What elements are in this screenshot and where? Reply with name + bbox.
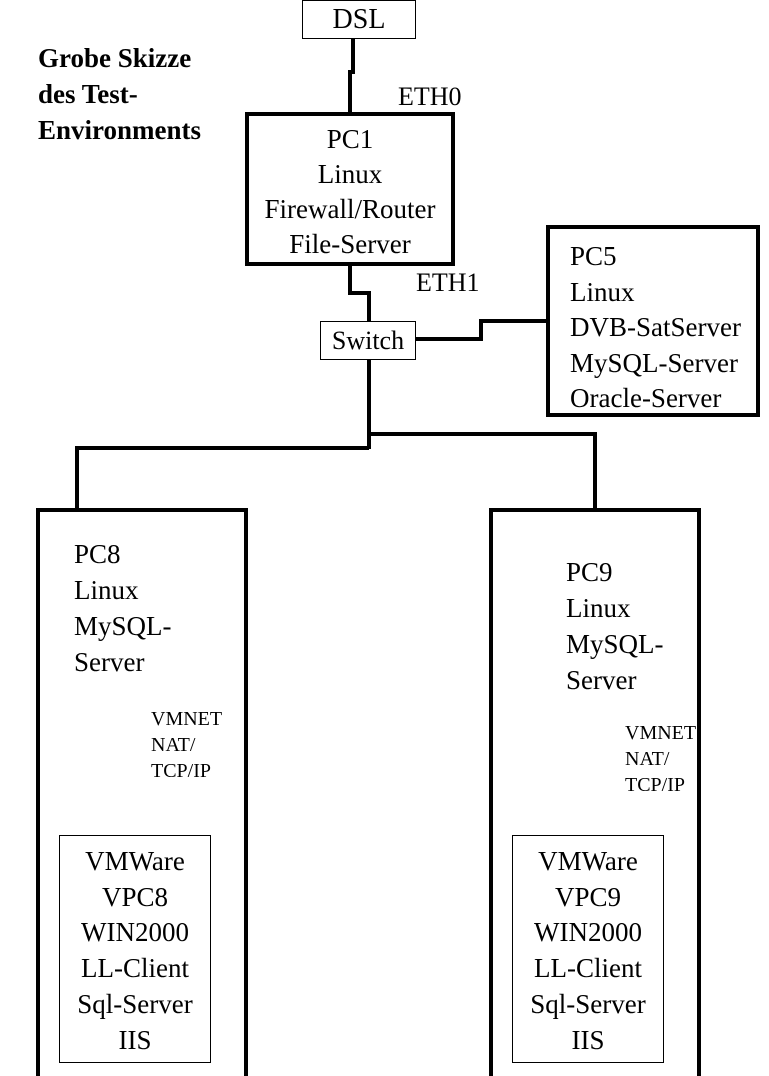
node-vpc9-line: IIS (571, 1024, 605, 1055)
node-vpc9-line: VMWare (538, 846, 638, 876)
node-vpc8-line: Sql-Server (77, 988, 193, 1019)
node-pc9: PC9 Linux MySQL- Server VMNET NAT/ TCP/I… (489, 508, 701, 1076)
network-label-line: TCP/IP (625, 774, 686, 796)
title-line: des Test- (38, 79, 138, 109)
wire-trunk-pc8 (75, 446, 369, 518)
node-pc1-line: PC1 (326, 124, 374, 154)
node-pc9-host-text: PC9 Linux MySQL- Server (566, 554, 664, 698)
node-pc8: PC8 Linux MySQL- Server VMNET NAT/ TCP/I… (36, 508, 248, 1076)
node-vpc9-line: WIN2000 (534, 917, 642, 948)
port-label-eth1: ETH1 (416, 268, 480, 297)
wire-trunk-pc9 (369, 432, 597, 510)
node-vpc9: VMWare VPC9 WIN2000 LL-Client Sql-Server… (512, 835, 664, 1063)
node-dsl: DSL (302, 0, 416, 39)
node-pc8-line: Linux (74, 575, 139, 605)
node-pc8-line: PC8 (74, 539, 121, 569)
node-vpc9-line: Sql-Server (530, 988, 646, 1019)
node-vpc8-line: WIN2000 (81, 917, 189, 948)
node-pc1-line: File-Server (289, 229, 411, 259)
node-pc5: PC5 Linux DVB-SatServer MySQL-Server Ora… (546, 225, 760, 417)
title-line: Grobe Skizze (38, 43, 192, 73)
node-pc5-line: PC5 (570, 241, 617, 271)
node-pc1: PC1 Linux Firewall/Router File-Server (245, 112, 455, 266)
title-line: Environments (38, 115, 202, 145)
network-label-line: TCP/IP (151, 760, 212, 782)
node-pc5-line: MySQL-Server (570, 347, 738, 378)
network-label-line: NAT/ (625, 748, 670, 770)
node-pc9-line: Linux (566, 593, 631, 623)
wire-switch-pc5 (416, 319, 548, 341)
network-label-line: NAT/ (151, 734, 196, 756)
node-switch: Switch (320, 321, 416, 360)
node-vpc9-line: VPC9 (554, 881, 622, 912)
node-pc5-line: Oracle-Server (570, 383, 722, 413)
node-pc8-host-text: PC8 Linux MySQL- Server (74, 536, 172, 680)
node-vpc9-line: LL-Client (534, 953, 642, 984)
node-pc9-line: PC9 (566, 557, 613, 587)
node-pc1-line: Firewall/Router (264, 194, 436, 224)
node-pc1-line: Linux (317, 159, 383, 189)
wire-pc1-switch (348, 266, 371, 322)
diagram-title: Grobe Skizze des Test- Environments (38, 40, 201, 148)
network-label-line: VMNET (151, 708, 223, 730)
network-label-line: VMNET (625, 722, 697, 744)
node-pc5-line: Linux (570, 276, 635, 307)
node-vpc8-line: IIS (118, 1024, 152, 1055)
node-vpc8-line: LL-Client (81, 953, 189, 984)
node-vpc8-line: VMWare (85, 846, 185, 876)
port-label-eth0: ETH0 (398, 82, 462, 111)
wire-dsl-pc1 (348, 39, 355, 114)
node-pc8-network-label: VMNET NAT/ TCP/IP (151, 706, 222, 784)
node-vpc8: VMWare VPC8 WIN2000 LL-Client Sql-Server… (59, 835, 211, 1063)
node-pc5-line: DVB-SatServer (570, 312, 741, 342)
node-switch-label: Switch (331, 326, 405, 355)
node-pc9-line: Server (566, 665, 637, 695)
node-dsl-label: DSL (332, 4, 386, 35)
node-pc8-line: Server (74, 647, 145, 677)
node-vpc8-line: VPC8 (101, 881, 169, 912)
node-pc8-line: MySQL- (74, 611, 172, 641)
node-pc9-line: MySQL- (566, 629, 664, 659)
node-pc9-network-label: VMNET NAT/ TCP/IP (625, 720, 696, 798)
